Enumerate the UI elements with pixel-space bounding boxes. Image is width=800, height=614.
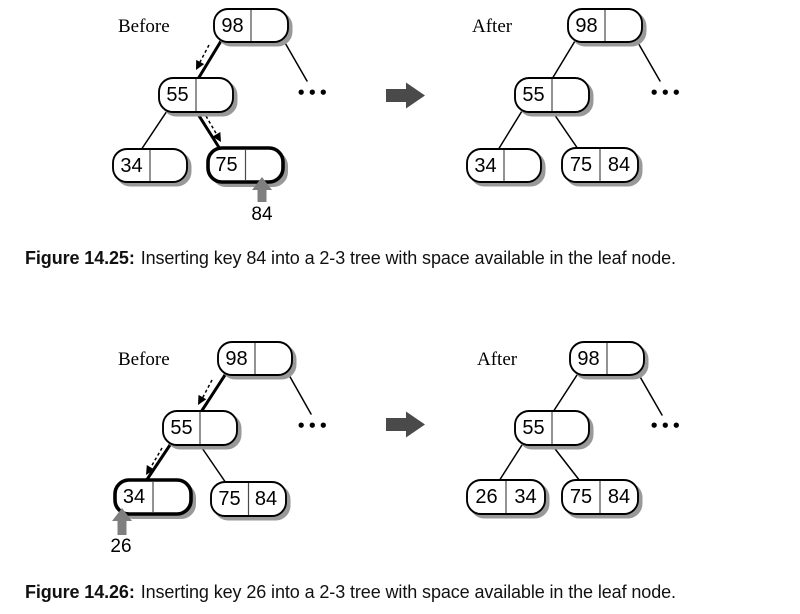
descent-arrow-icon bbox=[146, 447, 163, 475]
svg-text:98: 98 bbox=[225, 348, 247, 370]
transition-arrow-icon bbox=[386, 82, 425, 109]
caption-text: Inserting key 26 into a 2-3 tree with sp… bbox=[140, 582, 676, 602]
svg-text:34: 34 bbox=[123, 486, 145, 508]
svg-text:34: 34 bbox=[514, 486, 536, 508]
node-98: 98 bbox=[217, 341, 297, 380]
node-98: 98 bbox=[213, 8, 293, 47]
edge-root-left bbox=[552, 374, 578, 413]
figure-14-25-caption: Figure 14.25:Inserting key 84 into a 2-3… bbox=[25, 247, 793, 269]
svg-text:55: 55 bbox=[522, 417, 544, 439]
descent-arrow-icon bbox=[205, 115, 221, 142]
svg-text:98: 98 bbox=[577, 348, 599, 370]
figure-14-25-diagram: Before ••• 98 bbox=[112, 8, 682, 225]
node-55: 55 bbox=[158, 77, 238, 117]
descent-arrow-icon bbox=[198, 379, 213, 405]
edge-internal-left bbox=[497, 110, 523, 151]
node-55: 55 bbox=[162, 410, 242, 450]
after-label: After bbox=[477, 349, 518, 370]
inserted-key-label: 84 bbox=[251, 204, 273, 225]
node-55: 55 bbox=[514, 77, 594, 117]
before-tree: Before ••• 98 bbox=[112, 8, 329, 225]
svg-text:75: 75 bbox=[215, 154, 237, 176]
after-label: After bbox=[472, 16, 513, 37]
subtree-ellipsis: ••• bbox=[649, 84, 682, 102]
node-98: 98 bbox=[569, 341, 649, 380]
before-label: Before bbox=[118, 16, 170, 37]
edge-internal-middle bbox=[551, 444, 581, 482]
svg-text:75: 75 bbox=[218, 488, 240, 510]
edge-root-subtree bbox=[288, 374, 312, 415]
before-tree: Before ••• 98 bbox=[110, 341, 329, 557]
edge-internal-left bbox=[144, 443, 172, 483]
edge-root-subtree bbox=[638, 374, 663, 416]
after-tree: After ••• 98 55 bbox=[466, 8, 682, 187]
figure-14-26-diagram: Before ••• 98 bbox=[110, 341, 682, 557]
before-label: Before bbox=[118, 349, 170, 370]
subtree-ellipsis: ••• bbox=[296, 417, 329, 435]
svg-text:98: 98 bbox=[221, 15, 243, 37]
subtree-ellipsis: ••• bbox=[296, 84, 329, 102]
svg-text:55: 55 bbox=[166, 84, 188, 106]
svg-text:34: 34 bbox=[474, 155, 496, 177]
edge-root-left bbox=[199, 373, 227, 414]
svg-text:75: 75 bbox=[570, 154, 592, 176]
node-34-target: 34 bbox=[113, 478, 196, 519]
node-75-target: 75 bbox=[206, 146, 288, 187]
svg-text:75: 75 bbox=[570, 486, 592, 508]
after-tree: After ••• 98 55 bbox=[466, 341, 682, 519]
svg-text:84: 84 bbox=[608, 486, 630, 508]
svg-text:98: 98 bbox=[575, 15, 597, 37]
edge-internal-left bbox=[498, 444, 523, 482]
descent-arrow-icon bbox=[196, 44, 210, 70]
edge-internal-left bbox=[140, 110, 168, 151]
node-26-34: 26 34 bbox=[466, 479, 550, 519]
edge-internal-middle bbox=[551, 110, 579, 150]
node-34: 34 bbox=[466, 148, 546, 187]
caption-text: Inserting key 84 into a 2-3 tree with sp… bbox=[140, 248, 676, 268]
svg-text:84: 84 bbox=[608, 154, 630, 176]
transition-arrow-icon bbox=[386, 411, 425, 438]
node-98: 98 bbox=[567, 8, 647, 47]
insert-arrow-icon bbox=[252, 177, 272, 202]
node-75-84: 75 84 bbox=[210, 481, 291, 521]
node-55: 55 bbox=[514, 410, 594, 450]
node-75-84: 75 84 bbox=[561, 479, 643, 519]
svg-text:34: 34 bbox=[120, 155, 142, 177]
edge-root-left bbox=[551, 40, 576, 80]
svg-text:55: 55 bbox=[522, 84, 544, 106]
svg-text:26: 26 bbox=[475, 486, 497, 508]
caption-number: Figure 14.26: bbox=[25, 582, 135, 602]
node-34: 34 bbox=[112, 148, 192, 187]
edge-root-left bbox=[196, 39, 223, 81]
inserted-key-label: 26 bbox=[110, 536, 131, 557]
subtree-ellipsis: ••• bbox=[649, 417, 682, 435]
edge-root-subtree bbox=[636, 40, 661, 82]
edge-root-subtree bbox=[283, 40, 308, 82]
caption-number: Figure 14.25: bbox=[25, 248, 135, 268]
svg-text:84: 84 bbox=[255, 488, 277, 510]
svg-text:55: 55 bbox=[170, 417, 192, 439]
figure-14-26-caption: Figure 14.26:Inserting key 26 into a 2-3… bbox=[25, 581, 793, 603]
edge-internal-middle bbox=[194, 109, 222, 151]
insert-arrow-icon bbox=[112, 508, 132, 535]
node-75-84: 75 84 bbox=[561, 147, 643, 187]
edge-internal-middle bbox=[199, 444, 227, 484]
